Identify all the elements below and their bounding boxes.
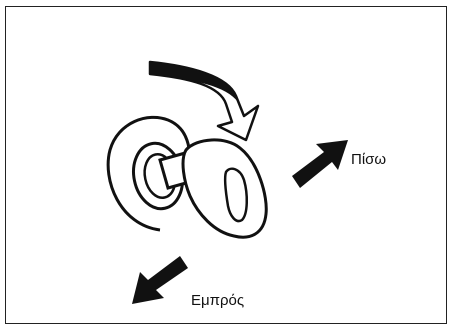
label-front: Εμπρός — [191, 292, 245, 309]
arrow-front — [132, 256, 188, 304]
label-back: Πίσω — [351, 151, 387, 168]
rotation-arrow — [148, 60, 260, 142]
arrow-back — [292, 140, 348, 188]
key-head — [181, 138, 268, 239]
